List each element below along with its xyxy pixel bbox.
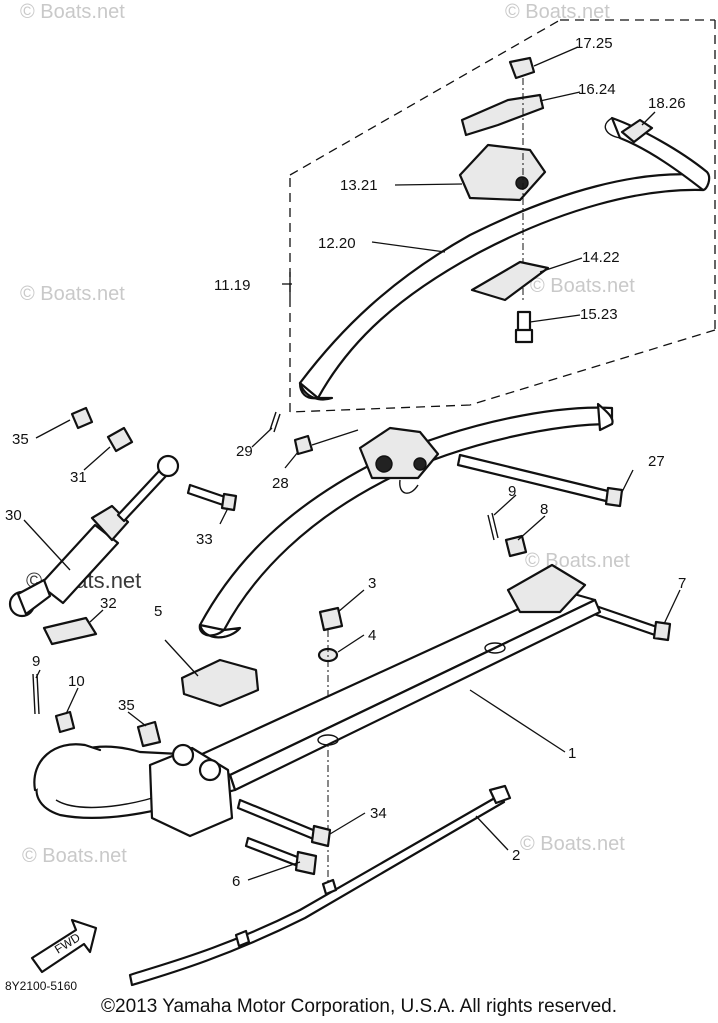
shock-absorber bbox=[8, 454, 180, 618]
nut-17-25 bbox=[508, 56, 536, 80]
nut-35-lower bbox=[136, 720, 162, 748]
spring-mount bbox=[358, 426, 440, 480]
callout-33: 33 bbox=[196, 531, 213, 548]
callout-11-19: 11.19 bbox=[214, 277, 250, 294]
wear-bar bbox=[128, 784, 512, 987]
leader-line bbox=[311, 429, 359, 446]
callout-35-lower: 35 bbox=[118, 697, 135, 714]
watermark: © Boats.net bbox=[525, 550, 630, 572]
callout-34: 34 bbox=[370, 805, 387, 822]
callout-2: 2 bbox=[512, 847, 520, 864]
watermark: © Boats.net bbox=[22, 845, 127, 867]
mount-nut bbox=[413, 457, 427, 471]
callout-3: 3 bbox=[368, 575, 376, 592]
ski-rear-bracket bbox=[506, 563, 587, 614]
fwd-arrow: FWD bbox=[30, 918, 98, 974]
callout-13-21: 13.21 bbox=[340, 177, 378, 194]
nut-28 bbox=[293, 434, 314, 456]
clamp-bolt-head bbox=[515, 176, 529, 190]
callout-28: 28 bbox=[272, 475, 289, 492]
cotter-pin-9 bbox=[487, 512, 499, 541]
bolt-7-head bbox=[652, 620, 672, 642]
callout-14-22: 14.22 bbox=[582, 249, 620, 266]
front-pivot bbox=[171, 743, 195, 767]
callout-29: 29 bbox=[236, 443, 253, 460]
callouts: 17.25 16.24 18.26 13.21 12.20 14.22 11.1… bbox=[5, 35, 686, 890]
cotter-pin-29 bbox=[269, 411, 281, 433]
watermark: © Boats.net bbox=[20, 1, 125, 23]
nut-3 bbox=[318, 606, 344, 632]
spring-clamp bbox=[458, 143, 547, 202]
collar-31 bbox=[106, 426, 134, 453]
callout-7: 7 bbox=[678, 575, 686, 592]
bracket-5 bbox=[180, 658, 260, 708]
watermark: © Boats.net bbox=[530, 275, 635, 297]
bolt-15-23 bbox=[514, 310, 534, 344]
callout-32: 32 bbox=[100, 595, 117, 612]
watermark: © Boats.net bbox=[505, 1, 610, 23]
callout-8: 8 bbox=[540, 501, 548, 518]
leader-lines bbox=[23, 46, 681, 881]
nut-8 bbox=[504, 534, 528, 558]
mount-bolt bbox=[375, 455, 393, 473]
spring-assembly-boundary bbox=[289, 19, 716, 413]
callout-12-20: 12.20 bbox=[318, 235, 356, 252]
callout-9-left: 9 bbox=[32, 653, 40, 670]
bolt-34-head bbox=[310, 824, 332, 848]
callout-16-24: 16.24 bbox=[578, 81, 616, 98]
cotter-pin-9-left bbox=[32, 673, 40, 715]
nut-35-top bbox=[70, 406, 94, 430]
callout-10: 10 bbox=[68, 673, 85, 690]
callout-4: 4 bbox=[368, 627, 376, 644]
bolt-27 bbox=[456, 453, 614, 504]
mount-hook bbox=[399, 479, 419, 494]
callout-18-26: 18.26 bbox=[648, 95, 686, 112]
bolt-34 bbox=[236, 798, 320, 842]
nut-10 bbox=[54, 710, 76, 734]
callout-35: 35 bbox=[12, 431, 29, 448]
callout-15-23: 15.23 bbox=[580, 306, 618, 323]
front-pivot bbox=[198, 758, 222, 782]
callout-27: 27 bbox=[648, 453, 665, 470]
collar-32 bbox=[42, 616, 98, 646]
callout-30: 30 bbox=[5, 507, 22, 524]
clamp-plate bbox=[460, 93, 545, 137]
spring-seat-plate bbox=[470, 260, 550, 302]
callout-9: 9 bbox=[508, 483, 516, 500]
callout-5: 5 bbox=[154, 603, 162, 620]
copyright-notice: ©2013 Yamaha Motor Corporation, U.S.A. A… bbox=[101, 996, 617, 1017]
bolt-6-head bbox=[294, 850, 318, 876]
diagram-code: 8Y2100-5160 bbox=[5, 979, 77, 993]
watermark: © Boats.net bbox=[20, 283, 125, 305]
bolt-33-head bbox=[220, 492, 238, 512]
bolt-27-head bbox=[604, 486, 624, 508]
callout-6: 6 bbox=[232, 873, 240, 890]
callout-1: 1 bbox=[568, 745, 576, 762]
watermark: © Boats.net bbox=[520, 833, 625, 855]
callout-17-25: 17.25 bbox=[575, 35, 613, 52]
collar-18-26 bbox=[620, 118, 654, 144]
callout-31: 31 bbox=[70, 469, 87, 486]
bolt-6 bbox=[244, 836, 302, 868]
